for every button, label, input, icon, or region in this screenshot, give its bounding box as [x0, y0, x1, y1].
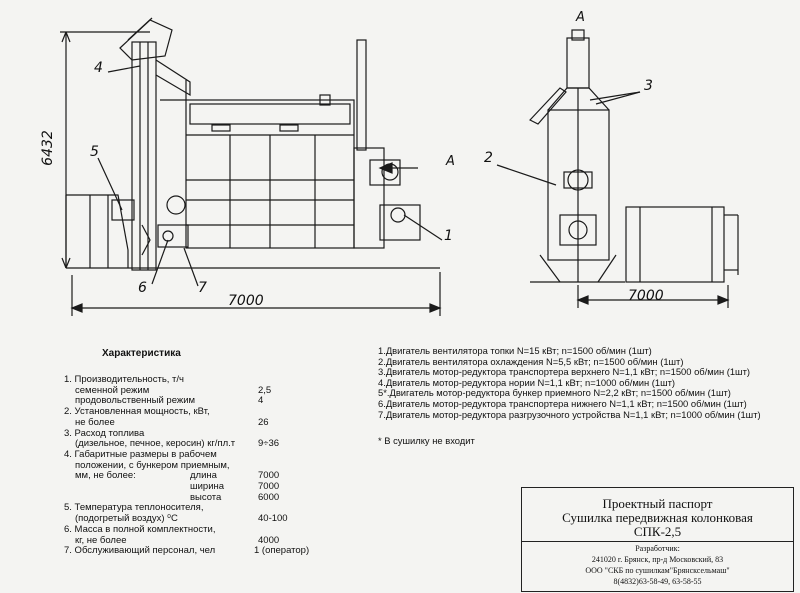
- characteristic-value: 26: [258, 416, 269, 428]
- motor-item: 5*.Двигатель мотор-редуктора бункер прие…: [378, 387, 731, 399]
- characteristic-value: 7000: [258, 481, 280, 492]
- callout-4: 4: [94, 60, 103, 76]
- developer-phone: 8(4832)63-58-49, 63-58-55: [613, 577, 702, 586]
- characteristic-value: 9÷36: [258, 438, 280, 450]
- characteristic-label: мм, не более:: [75, 470, 136, 482]
- characteristic-label: кг, не более: [75, 534, 127, 546]
- view-a-title: A: [576, 10, 585, 25]
- characteristic-value: 4000: [258, 534, 280, 546]
- motor-item: 4.Двигатель мотор-редуктора нории N=1,1 …: [378, 376, 676, 388]
- characteristic-label: 3. Расход топлива: [64, 427, 145, 439]
- characteristic-label: 7. Обслуживающий персонал, чел: [64, 545, 216, 557]
- developer-label: Разработчик:: [635, 544, 680, 553]
- characteristic-value: 1 (оператор): [254, 545, 310, 557]
- characteristic-label: (дизельное, печное, керосин) кг/пл.т: [75, 438, 236, 450]
- developer-organization: ООО "СКБ по сушилкам"Брянсксельмаш": [585, 566, 730, 575]
- motor-item: 3.Двигатель мотор-редуктора транспортера…: [378, 366, 750, 378]
- passport-title: Проектный паспорт: [602, 496, 713, 511]
- callout-1: 1: [444, 228, 453, 244]
- characteristic-label: (подогретый воздух) ⁰С: [75, 513, 178, 525]
- characteristic-label: семенной режим: [75, 384, 150, 396]
- characteristic-value: 6000: [258, 491, 280, 503]
- motor-item: 2.Двигатель вентилятора охлаждения N=5,5…: [378, 355, 684, 367]
- dimension-length-front: 7000: [628, 288, 664, 304]
- callout-6: 6: [138, 280, 147, 296]
- title-block: Проектный паспорт Сушилка передвижная ко…: [521, 487, 794, 592]
- product-name: Сушилка передвижная колонковая: [562, 510, 753, 525]
- characteristic-sublabel: длина: [190, 470, 217, 482]
- characteristic-label: 6. Масса в полной комплектности,: [64, 523, 216, 535]
- characteristic-label: 2. Установленная мощность, кВт,: [64, 406, 210, 418]
- motor-item: 1.Двигатель вентилятора топки N=15 кВт; …: [378, 345, 652, 356]
- motors-footnote: * В сушилку не входит: [378, 435, 475, 446]
- characteristic-value: 2,5: [258, 384, 272, 396]
- characteristic-label: положении, с бункером приемным,: [75, 459, 230, 471]
- developer-address: 241020 г. Брянск, пр-д Московский, 83: [591, 555, 724, 564]
- characteristic-label: 1. Производительность, т/ч: [64, 374, 184, 385]
- callout-5: 5: [90, 144, 99, 160]
- motor-item: 7.Двигатель мотор-редуктора разгрузочног…: [378, 408, 761, 420]
- callout-2: 2: [484, 150, 493, 166]
- characteristic-label: 4. Габаритные размеры в рабочем: [64, 448, 217, 460]
- front-view: [496, 29, 739, 308]
- characteristic-label: продовольственный режим: [75, 395, 196, 407]
- characteristic-sublabel: ширина: [190, 481, 225, 492]
- motor-item: 6.Двигатель мотор-редуктора транспортера…: [378, 398, 747, 409]
- dimension-length-side: 7000: [228, 293, 264, 309]
- characteristic-value: 4: [258, 395, 264, 407]
- characteristic-label: не более: [75, 416, 115, 428]
- characteristic-value: 7000: [258, 470, 280, 482]
- product-model: СПК-2,5: [633, 524, 682, 539]
- callout-7: 7: [198, 280, 207, 296]
- view-a-arrow-label: A: [446, 154, 455, 169]
- side-view: [60, 17, 443, 316]
- characteristic-sublabel: высота: [190, 491, 222, 503]
- title-block-divider: [522, 541, 793, 542]
- dimension-height: 6432: [39, 130, 56, 166]
- characteristic-value: 40-100: [258, 513, 288, 525]
- characteristic-label: 5. Температура теплоносителя,: [64, 502, 204, 514]
- characteristics-title: Характеристика: [102, 348, 181, 359]
- callout-3: 3: [644, 78, 653, 94]
